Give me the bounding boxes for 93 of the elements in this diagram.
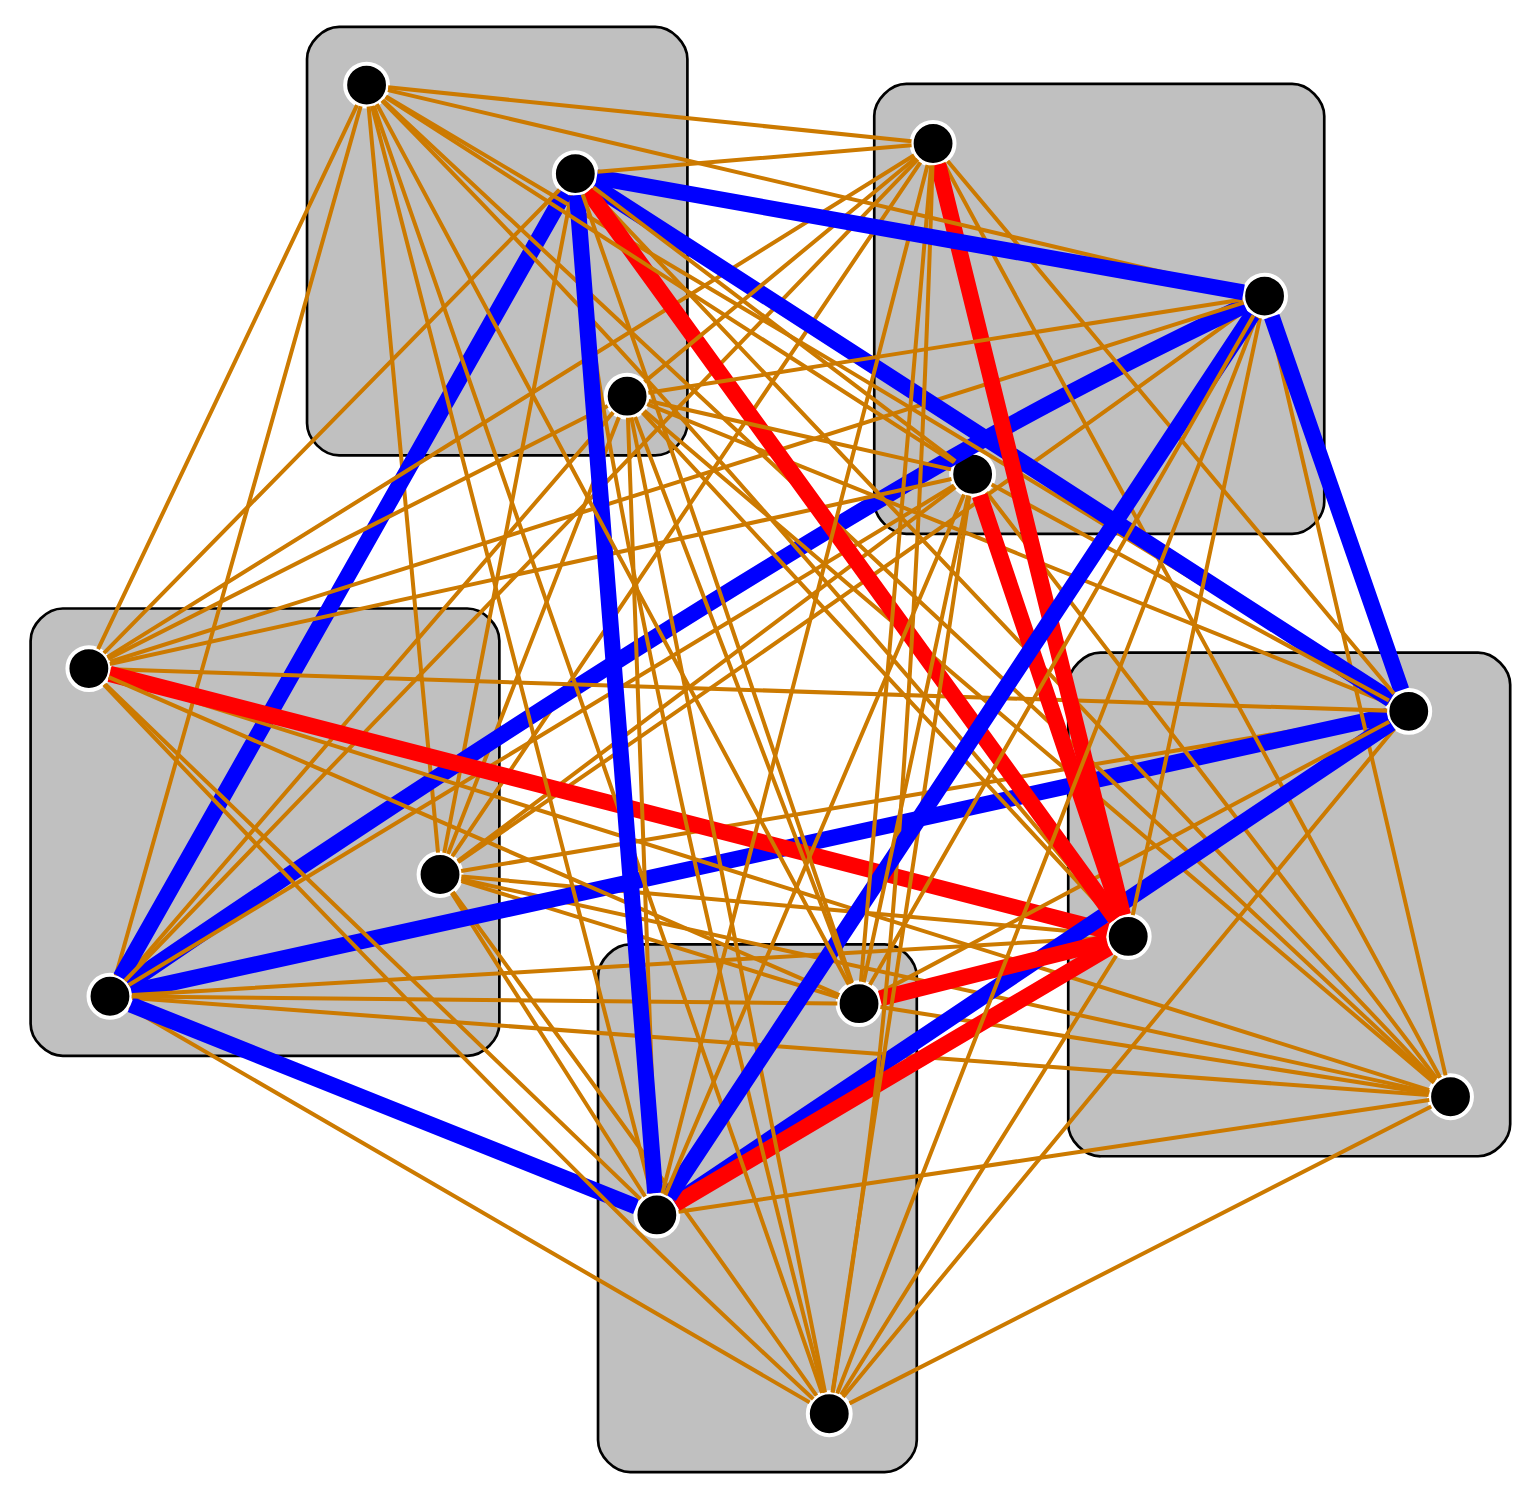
- node-circle: [86, 972, 134, 1020]
- connector: [858, 165, 934, 982]
- connector: [678, 1097, 1430, 1214]
- connector: [663, 493, 966, 1196]
- connector: [384, 95, 956, 464]
- connector: [868, 314, 1256, 986]
- connector: [1267, 316, 1448, 1076]
- connector: [597, 143, 912, 174]
- connector: [633, 416, 854, 985]
- cluster: [1066, 651, 1512, 1158]
- connector: [132, 995, 1429, 1098]
- connector: [589, 178, 1395, 707]
- connector: [984, 491, 1439, 1080]
- connector: [450, 891, 647, 1198]
- connector: [581, 186, 1123, 924]
- connector: [839, 954, 1118, 1396]
- connector: [648, 297, 1243, 395]
- connector: [580, 193, 854, 984]
- node-circle: [603, 372, 651, 420]
- connector: [861, 494, 971, 983]
- node-circle: [909, 120, 957, 167]
- connector: [456, 485, 957, 863]
- cluster: [29, 607, 501, 1058]
- connector: [878, 933, 1110, 1007]
- connector: [643, 409, 1436, 1085]
- connector: [127, 483, 956, 987]
- cluster: [872, 82, 1326, 536]
- connector: [880, 1005, 1430, 1096]
- node-circle: [65, 645, 113, 692]
- connector: [841, 727, 1396, 1399]
- connector: [972, 492, 1129, 918]
- connector: [662, 310, 1260, 1201]
- connector: [835, 316, 1259, 1395]
- node-circle: [805, 1390, 853, 1438]
- connector: [375, 103, 851, 986]
- connector: [109, 673, 1430, 1092]
- node-circle: [551, 150, 599, 198]
- node-circle: [343, 61, 390, 109]
- node-circle: [1104, 913, 1152, 960]
- node-circle: [633, 1191, 681, 1239]
- connector: [446, 416, 621, 855]
- connector: [109, 300, 1245, 664]
- connector: [588, 188, 1437, 1083]
- connector: [102, 188, 561, 655]
- node-circle: [1241, 272, 1288, 320]
- connector: [96, 104, 359, 650]
- node-circle: [416, 851, 464, 898]
- connector: [102, 683, 815, 1401]
- connector: [643, 156, 918, 384]
- connector: [930, 162, 1131, 918]
- connector: [660, 164, 930, 1195]
- connector: [107, 666, 1110, 939]
- connector: [123, 158, 920, 983]
- connector: [107, 675, 841, 997]
- connector: [646, 402, 1390, 706]
- connector: [371, 105, 824, 1394]
- connector: [848, 1104, 1433, 1406]
- connector: [830, 495, 972, 1393]
- connector: [442, 194, 574, 854]
- cluster: [305, 25, 689, 457]
- node-circle: [1385, 687, 1433, 735]
- connector: [450, 161, 923, 858]
- connector: [387, 85, 912, 144]
- connector: [1264, 314, 1409, 693]
- connector: [127, 997, 640, 1215]
- connector: [128, 1005, 811, 1405]
- connector: [366, 106, 440, 853]
- connector: [103, 682, 642, 1201]
- connector: [1130, 317, 1262, 916]
- connector: [460, 877, 1430, 1095]
- connector: [592, 185, 957, 463]
- node-circle: [949, 450, 997, 498]
- connector: [131, 994, 838, 1006]
- connector: [670, 716, 1396, 1210]
- connector: [460, 879, 839, 1000]
- connector: [123, 298, 1249, 991]
- connector: [109, 476, 952, 666]
- node-circle: [835, 980, 883, 1028]
- connector: [106, 153, 916, 659]
- cluster: [596, 943, 919, 1474]
- connector: [878, 719, 1391, 995]
- connector: [113, 188, 572, 982]
- connector: [629, 416, 827, 1393]
- node-circle: [1427, 1073, 1474, 1121]
- connector: [381, 98, 1436, 1084]
- connector: [830, 165, 935, 1393]
- connector: [113, 105, 363, 977]
- connector: [990, 482, 1390, 703]
- connector: [451, 890, 819, 1397]
- connector: [648, 399, 952, 472]
- connector: [941, 161, 1442, 1079]
- connector: [107, 404, 609, 661]
- connector: [595, 169, 1245, 301]
